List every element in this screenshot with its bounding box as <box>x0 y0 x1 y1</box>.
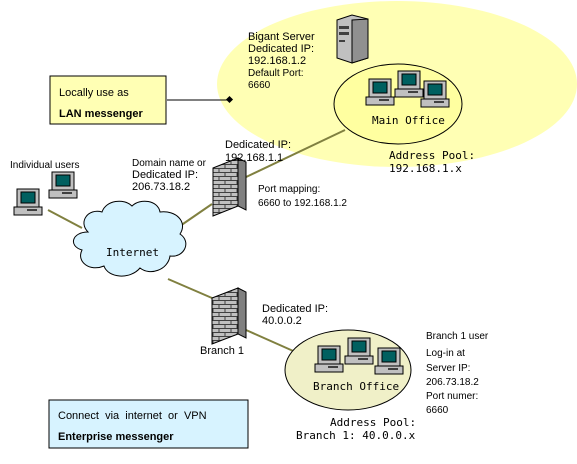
server-name: Bigant Server <box>248 31 315 43</box>
lan-messenger-box: Locally use as LAN messenger <box>49 75 167 125</box>
branch-note-line: 6660 <box>426 405 449 416</box>
branch-firewall-label: Branch 1 <box>200 345 244 357</box>
individual-users-label: Individual users <box>10 160 79 171</box>
main-firewall-icon <box>212 157 247 217</box>
link-internet-branch <box>167 278 213 299</box>
lan-box-connector-dot <box>225 95 234 104</box>
server-ip: 192.168.1.2 <box>248 55 306 67</box>
server-port-label: Default Port: <box>248 68 304 79</box>
internet-label: Internet <box>106 246 159 259</box>
branch-ip-label: Dedicated IP: <box>262 303 328 315</box>
main-office-pc-icon <box>394 70 424 98</box>
individual-user-pc-icon <box>13 188 43 216</box>
branch-note-line: Log-in at <box>426 348 465 359</box>
firewall-public-ip: 206.73.18.2 <box>132 181 190 193</box>
server-icon <box>336 14 369 64</box>
vpn-box-line1: Connect via internet or VPN <box>58 410 207 422</box>
internet-cloud <box>73 200 187 277</box>
lan-box-line2: LAN messenger <box>59 108 143 120</box>
branch-firewall-icon <box>211 287 247 345</box>
branch-office-pc-icon <box>374 347 404 375</box>
firewall-domain-line2: Dedicated IP: <box>132 169 198 181</box>
lan-box-line1: Locally use as <box>59 87 129 99</box>
port-mapping: 6660 to 192.168.1.2 <box>258 198 347 209</box>
branch-note-line: Port numer: <box>426 391 478 402</box>
link-firewall-office <box>243 129 346 179</box>
main-office-pc-icon <box>420 80 450 108</box>
link-branch-office <box>245 329 301 355</box>
server-ip-label: Dedicated IP: <box>248 43 314 55</box>
firewall-domain-line1: Domain name or <box>132 158 207 169</box>
branch-note-line: 206.73.18.2 <box>426 377 479 388</box>
branch-office-label: Branch Office <box>313 380 399 393</box>
link-users-internet <box>47 209 83 229</box>
port-mapping-label: Port mapping: <box>258 184 320 195</box>
branch-office-pc-icon <box>314 345 344 373</box>
branch-ip: 40.0.0.2 <box>262 315 302 327</box>
server-port: 6660 <box>248 80 271 91</box>
branch-note-line: Branch 1 user <box>426 331 489 342</box>
firewall-lan-ip-label: Dedicated IP: <box>225 139 291 151</box>
main-office-label: Main Office <box>372 114 445 127</box>
branch-address-pool-label: Address Pool: <box>330 416 416 429</box>
main-address-pool-label: Address Pool: <box>389 149 475 162</box>
vpn-box-line2: Enterprise messenger <box>58 431 174 443</box>
branch-user-note: Branch 1 user Log-in at Server IP: 206.7… <box>426 331 489 416</box>
branch-note-line: Server IP: <box>426 363 470 374</box>
firewall-lan-ip: 192.168.1.1 <box>225 152 283 164</box>
individual-user-pc-icon <box>48 171 78 199</box>
link-internet-firewall <box>179 203 213 227</box>
branch-office-pc-icon <box>344 337 374 365</box>
main-address-pool: 192.168.1.x <box>389 162 462 175</box>
vpn-box: Connect via internet or VPN Enterprise m… <box>48 399 249 449</box>
main-office-pc-icon <box>365 78 395 106</box>
branch-address-pool: Branch 1: 40.0.0.x <box>296 429 416 442</box>
